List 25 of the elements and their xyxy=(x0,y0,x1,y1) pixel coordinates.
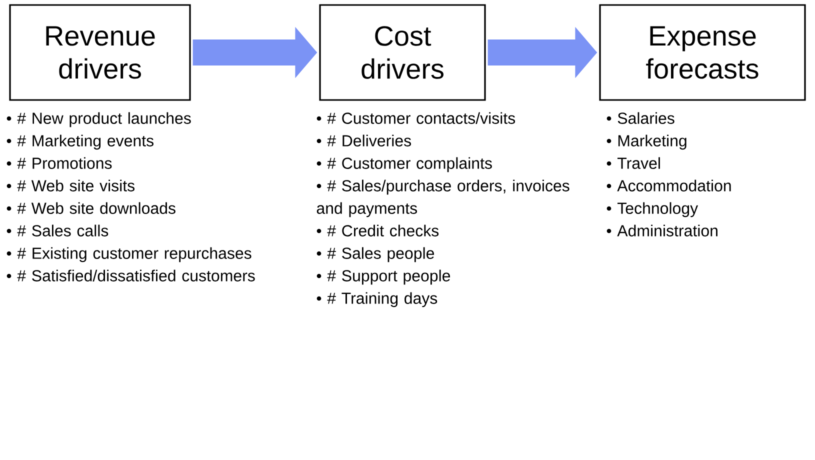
bullet-item: • Administration xyxy=(606,224,718,236)
bullet-item: • # Marketing events xyxy=(6,134,154,150)
bullet-item: • Marketing xyxy=(606,134,686,150)
bullet-item: • # Web site downloads xyxy=(6,202,176,214)
bullet-item: • # Support people xyxy=(316,270,450,285)
bullet-item: • # Satisfied/dissatisfied customers xyxy=(6,270,255,282)
bullet-item: • # Sales calls xyxy=(6,224,108,236)
bullet-item: • # New product launches xyxy=(6,112,191,128)
driver-box: Cost drivers xyxy=(319,4,486,101)
bullet-item: • # Sales/purchase orders, invoices and payments xyxy=(316,180,570,218)
bullet-item: • Travel xyxy=(606,157,660,169)
bullet-item: • # Training days xyxy=(316,292,438,308)
bullet-item: • Accommodation xyxy=(606,180,731,192)
bullet-item: • Salaries xyxy=(606,112,674,124)
driver-box: Expense forecasts xyxy=(599,4,806,101)
bullet-item: • # Customer contacts/visits xyxy=(316,112,516,124)
driver-box: Revenue drivers xyxy=(9,4,191,101)
bullet-item: • Technology xyxy=(606,202,698,218)
bullet-item: • # Web site visits xyxy=(6,180,134,192)
bullet-item: • # Credit checks xyxy=(316,224,439,236)
bullet-item: • # Sales people xyxy=(316,247,434,262)
bullet-item: • # Existing customer repurchases xyxy=(6,247,252,262)
bullet-item: • # Deliveries xyxy=(316,134,411,146)
bullet-item: • # Customer complaints xyxy=(316,157,492,172)
bullet-item: • # Promotions xyxy=(6,157,112,169)
